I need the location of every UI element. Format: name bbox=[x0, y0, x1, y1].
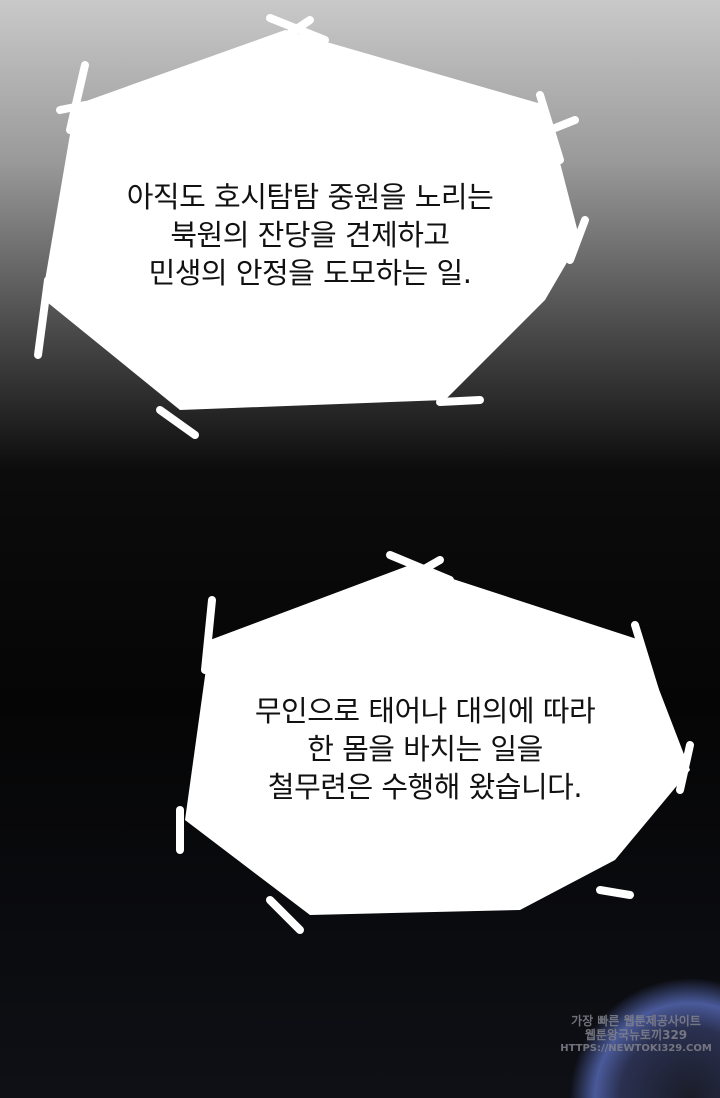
speech-bubble-2-text: 무인으로 태어나 대의에 따라 한 몸을 바치는 일을 철무련은 수행해 왔습니… bbox=[225, 692, 625, 806]
dialogue-line: 철무련은 수행해 왔습니다. bbox=[267, 770, 583, 804]
watermark-line: 가장 빠른 웹툰제공사이트 bbox=[571, 1014, 701, 1028]
speech-bubble-2 bbox=[176, 551, 694, 934]
watermark-line: HTTPS://NEWTOKI329.COM bbox=[560, 1043, 712, 1054]
dialogue-line: 민생의 안정을 도모하는 일. bbox=[148, 256, 472, 290]
dialogue-line: 한 몸을 바치는 일을 bbox=[307, 732, 543, 766]
dialogue-line: 북원의 잔당을 견제하고 bbox=[170, 218, 450, 252]
watermark: 가장 빠른 웹툰제공사이트 웹툰왕국뉴토끼329 HTTPS://NEWTOKI… bbox=[556, 1014, 716, 1056]
speech-bubble-1 bbox=[34, 14, 589, 439]
character-silhouette bbox=[520, 920, 720, 1098]
dialogue-line: 무인으로 태어나 대의에 따라 bbox=[254, 694, 596, 728]
speech-bubble-1-text: 아직도 호시탐탐 중원을 노리는 북원의 잔당을 견제하고 민생의 안정을 도모… bbox=[100, 178, 520, 292]
watermark-line: 웹툰왕국뉴토끼329 bbox=[584, 1028, 688, 1042]
dialogue-line: 아직도 호시탐탐 중원을 노리는 bbox=[126, 180, 494, 214]
